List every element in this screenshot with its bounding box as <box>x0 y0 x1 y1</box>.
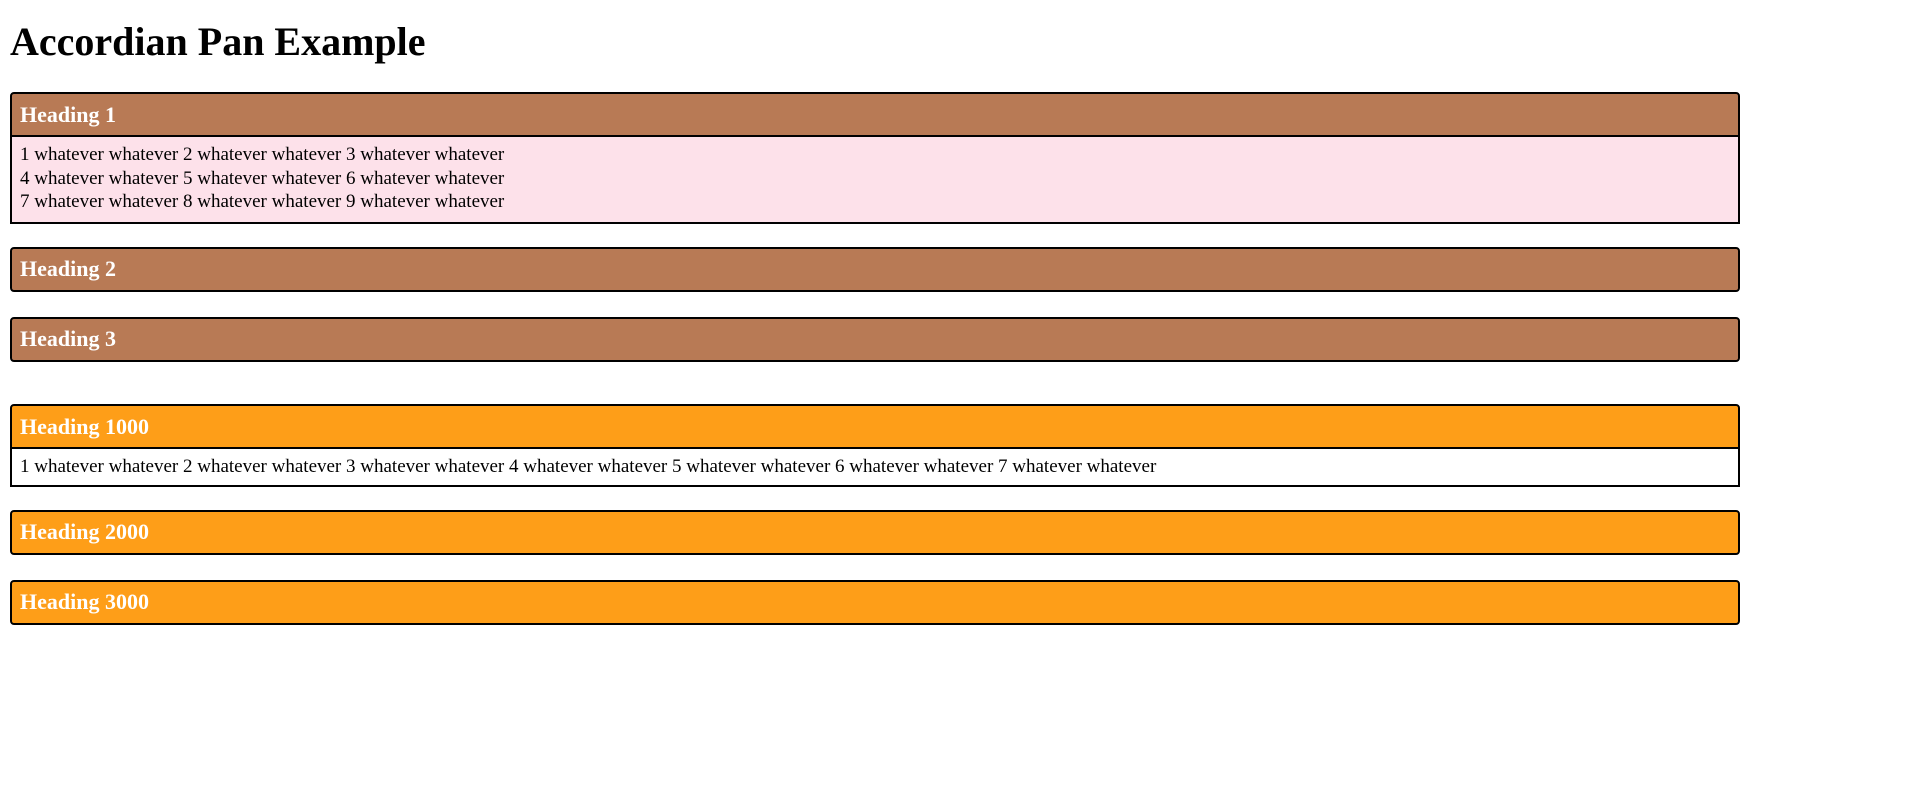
accordion-orange: Heading 1000 1 whatever whatever 2 whate… <box>10 404 1740 650</box>
accordion-panel-heading-1: Heading 1 1 whatever whatever 2 whatever… <box>10 92 1740 224</box>
accordion-panel-heading-3000: Heading 3000 <box>10 579 1740 625</box>
accordion-panel-heading-2000: Heading 2000 <box>10 509 1740 555</box>
accordion-header-heading-3000[interactable]: Heading 3000 <box>10 579 1740 625</box>
accordion-header-heading-1000[interactable]: Heading 1000 <box>10 404 1740 449</box>
content-line: 7 whatever whatever 8 whatever whatever … <box>20 191 505 212</box>
accordion-content-heading-1: 1 whatever whatever 2 whatever whatever … <box>10 137 1740 224</box>
accordion-panel-heading-2: Heading 2 <box>10 246 1740 292</box>
accordion-header-heading-3[interactable]: Heading 3 <box>10 316 1740 362</box>
accordion-header-heading-1[interactable]: Heading 1 <box>10 92 1740 137</box>
content-line: 4 whatever whatever 5 whatever whatever … <box>20 167 505 189</box>
accordion-header-heading-2000[interactable]: Heading 2000 <box>10 509 1740 555</box>
accordion-panel-heading-3: Heading 3 <box>10 316 1740 362</box>
accordion-panel-heading-1000: Heading 1000 1 whatever whatever 2 whate… <box>10 404 1740 487</box>
accordion-content-heading-1000: 1 whatever whatever 2 whatever whatever … <box>10 449 1740 487</box>
accordion-brown: Heading 1 1 whatever whatever 2 whatever… <box>10 92 1740 387</box>
accordion-header-heading-2[interactable]: Heading 2 <box>10 246 1740 292</box>
content-line: 1 whatever whatever 2 whatever whatever … <box>20 456 1157 477</box>
page-title: Accordian Pan Example <box>10 19 426 64</box>
content-line: 1 whatever whatever 2 whatever whatever … <box>20 144 505 165</box>
